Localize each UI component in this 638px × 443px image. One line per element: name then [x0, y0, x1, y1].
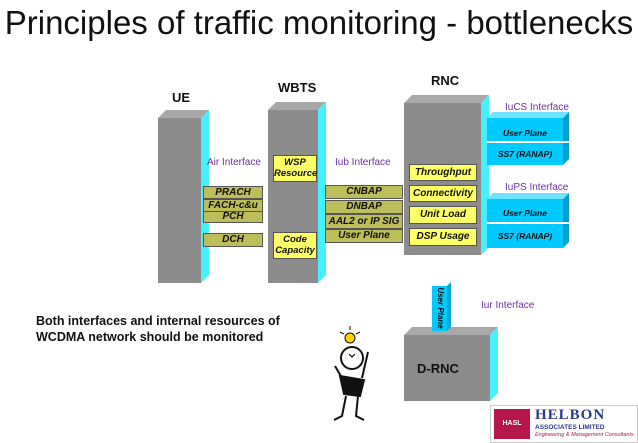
wsp-line2: Resource — [274, 168, 318, 179]
iub-cnbap: CNBAP — [325, 185, 403, 199]
iups-user-plane: User Plane — [487, 204, 563, 222]
rnc-dsp-usage: DSP Usage — [409, 228, 477, 246]
iub-aal2: AAL2 or IP SIG — [325, 214, 403, 229]
drnc-label: D-RNC — [417, 361, 459, 376]
lightbulb-icon — [339, 326, 361, 344]
ue-column — [158, 110, 209, 283]
code-line2: Capacity — [275, 245, 315, 256]
iucs-interface-label: IuCS Interface — [505, 102, 569, 113]
wsp-resource-box: WSP Resource — [273, 155, 317, 182]
iur-interface-label: Iur Interface — [481, 300, 535, 311]
logo-name: HELBON — [535, 407, 606, 423]
iups-divider — [487, 222, 569, 224]
drnc-block — [404, 327, 498, 401]
iub-interface-label: Iub Interface — [335, 157, 391, 168]
iub-user-plane: User Plane — [325, 229, 403, 243]
channel-pch: PCH — [203, 211, 263, 223]
iucs-divider — [487, 141, 569, 143]
iucs-user-plane: User Plane — [487, 124, 563, 142]
rnc-unit-load: Unit Load — [409, 206, 477, 224]
logo-sub2: Engineering & Management Consultants — [535, 432, 634, 438]
thinking-figure-icon — [333, 346, 369, 421]
note-line2: WCDMA network should be monitored — [36, 330, 264, 344]
code-capacity-box: Code Capacity — [273, 232, 317, 259]
wsp-line1: WSP — [284, 157, 306, 168]
channel-prach: PRACH — [203, 186, 263, 199]
rnc-connectivity: Connectivity — [409, 185, 477, 202]
logo-mark-icon: HASL — [494, 409, 530, 439]
channel-dch: DCH — [203, 233, 263, 247]
rnc-throughput: Throughput — [409, 164, 477, 181]
page-title: Principles of traffic monitoring - bottl… — [4, 4, 634, 41]
ue-label: UE — [172, 90, 191, 105]
rnc-label: RNC — [431, 73, 460, 88]
logo-sub1: ASSOCIATES LIMITED — [535, 424, 605, 431]
wbts-label: WBTS — [278, 80, 317, 95]
iub-dnbap: DNBAP — [325, 200, 403, 214]
iur-pipe — [432, 282, 451, 331]
note-line1: Both interfaces and internal resources o… — [36, 314, 280, 328]
helbon-logo: HASL HELBON ASSOCIATES LIMITED Engineeri… — [490, 405, 638, 443]
iups-interface-label: IuPS Interface — [505, 182, 569, 193]
code-line1: Code — [283, 234, 307, 245]
iups-ss7: SS7 (RANAP) — [487, 227, 563, 245]
iur-user-plane: User Plane — [436, 287, 445, 329]
iucs-ss7: SS7 (RANAP) — [487, 145, 563, 163]
air-interface-label: Air Interface — [207, 157, 261, 168]
